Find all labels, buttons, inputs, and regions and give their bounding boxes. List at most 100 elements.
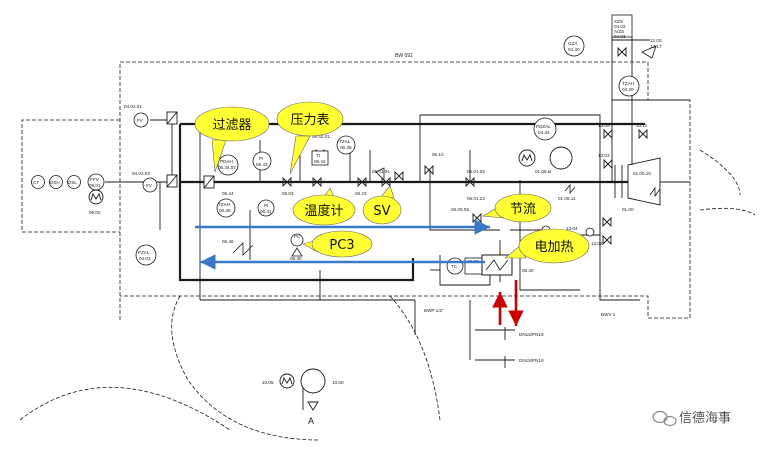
instrument-gza bbox=[563, 35, 585, 57]
num-06-40: 06.40 bbox=[290, 256, 302, 261]
label-inlet: A bbox=[308, 416, 314, 426]
secondary-piping bbox=[105, 35, 690, 410]
relief-valve-mid bbox=[375, 167, 385, 181]
tag-xzs-name: XZS bbox=[614, 19, 623, 24]
damper-zigzag-1 bbox=[232, 242, 254, 256]
num-08-30: 08.30 bbox=[522, 268, 534, 273]
tag-ti1-name: TI bbox=[316, 153, 320, 158]
instrument-tzah-top bbox=[618, 75, 640, 97]
tag-fv-top: FV bbox=[137, 118, 144, 123]
num-13-04: 13.04 bbox=[566, 226, 578, 231]
instrument-ct bbox=[31, 175, 45, 189]
callout-throttle-text: 节流 bbox=[510, 202, 536, 217]
instrument-tzs-box bbox=[611, 14, 633, 38]
callout-gauge-text: 压力表 bbox=[290, 113, 329, 128]
expander bbox=[614, 157, 661, 206]
tag-azs-num: 04.03 bbox=[614, 34, 626, 39]
instrument-ti-box bbox=[311, 150, 329, 166]
instrument-13-04 bbox=[585, 227, 595, 237]
num-06-01-02: 06.01.02 bbox=[467, 169, 485, 174]
tag-tzah-mid-num: 06.36 bbox=[219, 208, 231, 213]
tag-pzal-num: 04.03 bbox=[139, 256, 151, 261]
instrument-tzal bbox=[336, 135, 356, 155]
tag-pi2-num: 06.41 bbox=[260, 209, 272, 214]
instrument-fv-top bbox=[133, 112, 149, 128]
inlet-arrow bbox=[307, 401, 319, 411]
num-13-09: 13.09 bbox=[598, 123, 610, 128]
num-ct: CT bbox=[33, 180, 39, 185]
line-numbers: 04.02.01 04.02.02 06.02 06.44 06.03 06.4… bbox=[33, 38, 662, 426]
label-dn-b: DN15/PN16 bbox=[519, 358, 544, 363]
label-bwp: BWP 1/2" bbox=[424, 308, 444, 313]
instrument-dsh bbox=[49, 175, 63, 189]
tag-ti1-num: 06.42 bbox=[314, 159, 326, 164]
callout-filter-text: 过滤器 bbox=[212, 118, 251, 133]
tag-tzah-top-num: 04.39 bbox=[622, 87, 634, 92]
instrument-fv-bot bbox=[142, 177, 158, 193]
num-13-03: 13.03 bbox=[598, 153, 610, 158]
tag-pzal-name: PZAL bbox=[138, 250, 150, 255]
heater-element bbox=[485, 259, 509, 271]
watermark: 信德海事 bbox=[652, 410, 731, 427]
instrument-ffv bbox=[87, 173, 105, 191]
num-06-44: 06.44 bbox=[222, 191, 234, 196]
num-12-17: 12.17 bbox=[650, 44, 662, 49]
num-06-01-01: 06.01.01 bbox=[372, 169, 390, 174]
num-dsl: DSL bbox=[68, 180, 77, 185]
num-dsh: DSH bbox=[50, 180, 60, 185]
label-bwv: BWV 1 bbox=[601, 312, 616, 317]
instrument-pdah bbox=[217, 154, 239, 176]
num-01-00-10: 01.00.10 bbox=[633, 171, 651, 176]
num-06-05-05: 06.05.05 bbox=[451, 207, 469, 212]
tag-tzal-name: TZAL bbox=[339, 139, 351, 144]
bw-top-label: BW 091 bbox=[395, 53, 413, 59]
callout-filter: 过滤器 bbox=[194, 106, 270, 173]
num-06-03: 06.03 bbox=[282, 191, 294, 196]
tag-tzah-mid-name: TZAH bbox=[218, 202, 230, 207]
lower-dashed-circles bbox=[19, 149, 756, 441]
filters bbox=[166, 111, 215, 189]
num-06-01-22: 06.01.22 bbox=[467, 196, 485, 201]
callout-pc3-text: PC3 bbox=[329, 238, 354, 253]
instrument-pzal bbox=[135, 244, 157, 266]
hot-arrows bbox=[492, 280, 524, 326]
num-06-46: 06.46 bbox=[222, 239, 234, 244]
tag-texts: GZA 04.40 XZS 04.02 A/ZS 04.03 TZAH 04.3… bbox=[89, 19, 634, 269]
num-01-00: 01.00 bbox=[622, 207, 634, 212]
callout-gauge: 压力表 bbox=[276, 101, 344, 175]
callout-throttle: 节流 bbox=[482, 193, 552, 223]
num-04-02-02: 04.02.02 bbox=[132, 171, 150, 176]
num-06-02: 06.02 bbox=[89, 210, 101, 215]
tag-azs-name: A/ZS bbox=[614, 29, 624, 34]
label-dn-a: DN15/PN16 bbox=[519, 332, 544, 337]
callout-sv: SV bbox=[362, 185, 402, 225]
callout-heater-text: 电加热 bbox=[534, 240, 573, 255]
tag-pdah-num: 06.34.07 bbox=[218, 165, 236, 170]
num-04-02-01: 04.02.01 bbox=[124, 104, 142, 109]
tag-ffv-num: 08.01 bbox=[89, 183, 101, 188]
callout-heater: 电加热 bbox=[504, 228, 590, 264]
tag-pi1-name: PI bbox=[259, 156, 263, 161]
valves bbox=[282, 46, 648, 246]
relief-valve-top bbox=[641, 45, 657, 59]
tag-pi2-name: PI bbox=[264, 203, 268, 208]
relief-valve-pc bbox=[291, 247, 303, 257]
tag-fv-bot: FV bbox=[146, 183, 153, 188]
instrument-pi-1 bbox=[252, 151, 272, 171]
num-13-02: 13.02 bbox=[591, 241, 603, 246]
motor-pumps bbox=[88, 146, 573, 394]
instrument-tzah-mid bbox=[216, 198, 236, 218]
callout-sv-text: SV bbox=[373, 204, 390, 219]
tag-pi1-num: 06.43 bbox=[256, 162, 268, 167]
instrument-symbols bbox=[31, 35, 640, 275]
watermark-text: 信德海事 bbox=[679, 411, 731, 426]
instrument-pi-2 bbox=[257, 199, 275, 217]
tag-pdah-name: PDAH bbox=[220, 159, 233, 164]
tag-pdzal-name: PDZAL bbox=[536, 124, 551, 129]
damper-zigzag-3 bbox=[649, 186, 661, 198]
instrument-pdzal bbox=[533, 117, 557, 141]
num-01-06-11: 01.06.11 bbox=[558, 196, 576, 201]
num-01-05: 01.05.м bbox=[535, 169, 551, 174]
watermark-logo-icon bbox=[652, 410, 677, 427]
